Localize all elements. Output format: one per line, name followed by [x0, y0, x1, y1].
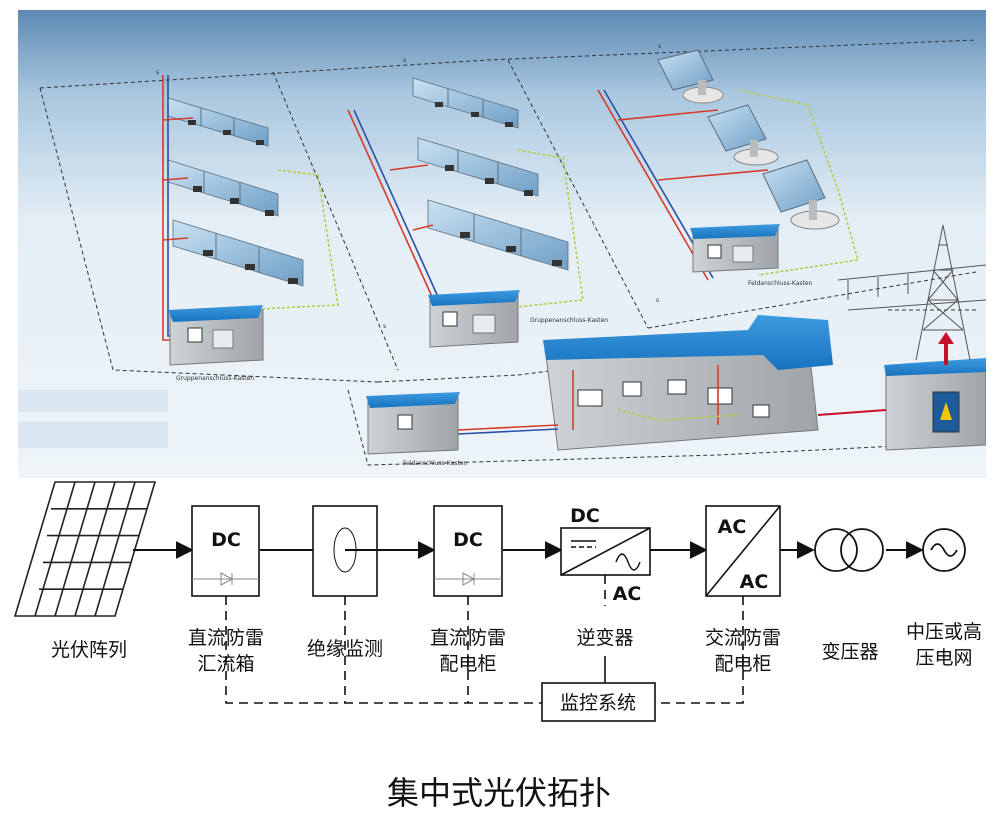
side-mark-2: s	[403, 57, 406, 64]
dc-cabinet-box: DC	[433, 505, 503, 597]
figure-title: 集中式光伏拓扑	[386, 774, 611, 812]
pv-plant-illustration: Gruppenanschluss-Kasten Gruppenanschluss…	[18, 10, 986, 478]
monitoring-system-label: 监控系统	[560, 692, 636, 714]
label-dc-cabinet-2: 配电柜	[439, 653, 496, 675]
topology-schematic: DC DC DC AC AC AC	[13, 481, 982, 722]
label-dc-combiner-1: 直流防雷	[188, 627, 264, 649]
caption-field-box-1: Feldanschluss-Kasten	[748, 280, 813, 287]
grid-icon	[922, 528, 966, 572]
ac-cabinet-box: AC AC	[705, 505, 781, 597]
side-mark-1: s	[156, 69, 159, 76]
inverter-dc-text: DC	[570, 505, 600, 527]
label-dc-combiner-2: 汇流箱	[197, 653, 254, 675]
insulation-monitor-box	[312, 505, 378, 597]
label-insulation: 绝缘监测	[307, 638, 383, 660]
label-grid-1: 中压或高	[906, 621, 982, 643]
side-mark-3: s	[658, 43, 661, 50]
monitoring-system-box	[541, 682, 656, 722]
label-pv-array: 光伏阵列	[51, 639, 127, 661]
dc-cabinet-box-text: DC	[453, 529, 483, 551]
label-transformer: 变压器	[821, 641, 878, 663]
inverter-box: DC AC	[560, 505, 651, 605]
label-ac-cabinet-2: 配电柜	[714, 653, 771, 675]
ac-cabinet-top-text: AC	[718, 516, 747, 538]
dc-combiner-box-text: DC	[211, 529, 241, 551]
side-mark-4: s	[383, 323, 386, 330]
caption-group-box-1: Gruppenanschluss-Kasten	[176, 375, 254, 382]
inverter-ac-text: AC	[613, 583, 642, 605]
label-dc-cabinet-1: 直流防雷	[430, 627, 506, 649]
ac-cabinet-bottom-text: AC	[740, 571, 769, 593]
transformer-icon	[814, 528, 884, 572]
pv-array-icon	[13, 481, 157, 617]
caption-group-box-2: Gruppenanschluss-Kasten	[530, 317, 608, 324]
side-mark-5: s	[656, 297, 659, 304]
dc-combiner-box: DC	[191, 505, 260, 597]
label-grid-2: 压电网	[915, 647, 972, 669]
label-inverter: 逆变器	[576, 627, 633, 649]
label-ac-cabinet-1: 交流防雷	[705, 627, 781, 649]
caption-field-box-2: Feldanschluss-Kasten	[403, 460, 468, 467]
